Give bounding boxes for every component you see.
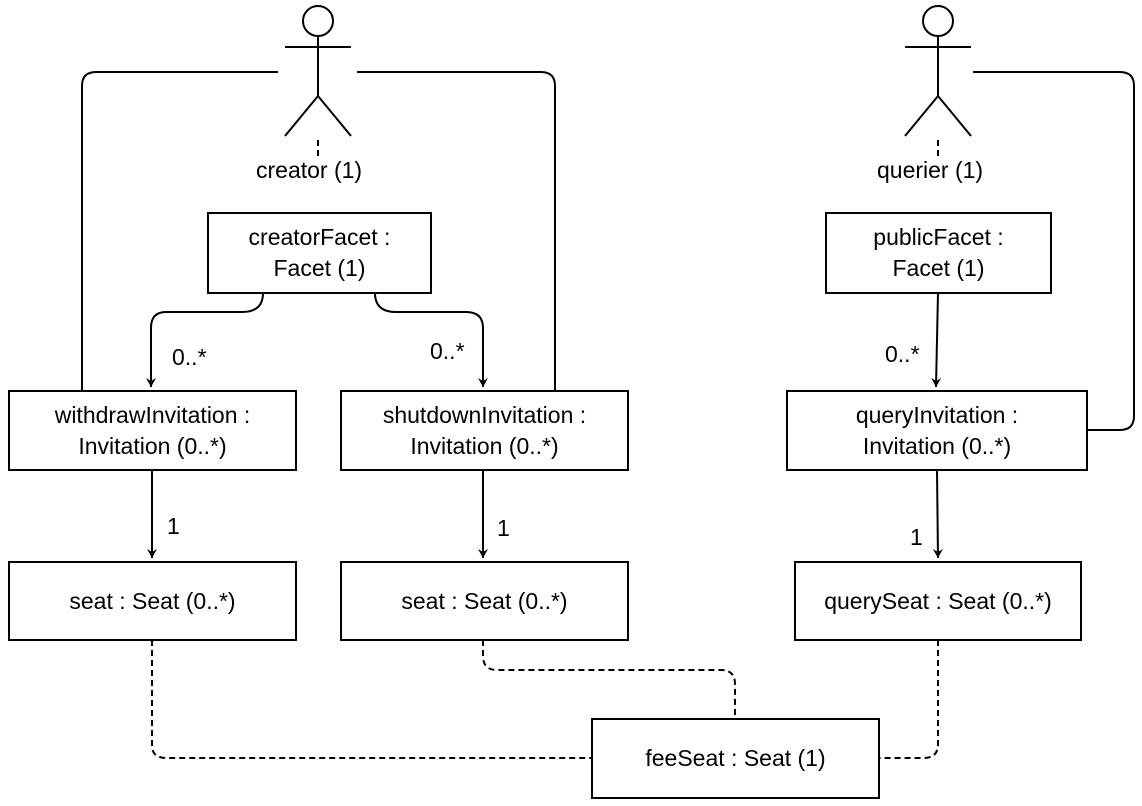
querier-actor-icon: [904, 5, 972, 137]
query-invitation-box: queryInvitation : Invitation (0..*): [786, 390, 1088, 471]
queryseat-feeseat-link: [879, 640, 939, 759]
query-seat-label: querySeat : Seat (0..*): [824, 587, 1052, 614]
creatorfacet-shutdown-arrow: [374, 292, 488, 387]
query-seat-box: querySeat : Seat (0..*): [794, 561, 1082, 641]
withdraw-invitation-name: withdrawInvitation :: [54, 401, 251, 428]
creator-facet-name: creatorFacet :: [248, 224, 391, 250]
multiplicity-creatorfacet-withdraw: 0..*: [172, 344, 207, 370]
public-facet-name: publicFacet :: [873, 224, 1004, 250]
shutdown-seat-box: seat : Seat (0..*): [340, 561, 629, 641]
creator-facet-box: creatorFacet : Facet (1): [207, 212, 432, 294]
withdraw-invitation-type: Invitation (0..*): [78, 432, 227, 459]
shutdown-invitation-type: Invitation (0..*): [410, 432, 559, 459]
shutdown-invitation-name: shutdownInvitation :: [382, 401, 587, 428]
multiplicity-publicfacet-query: 0..*: [885, 341, 920, 367]
multiplicity-creatorfacet-shutdown: 0..*: [430, 338, 465, 364]
public-facet-box: publicFacet : Facet (1): [825, 212, 1052, 294]
shutdown-seat-feeseat-link: [482, 640, 736, 718]
fee-seat-label: feeSeat : Seat (1): [645, 745, 826, 771]
publicfacet-query-arrow: [931, 292, 942, 388]
shutdown-invitation-box: shutdownInvitation : Invitation (0..*): [340, 390, 629, 471]
public-facet-type: Facet (1): [892, 255, 985, 281]
query-invitation-type: Invitation (0..*): [862, 432, 1012, 459]
multiplicity-query-queryseat: 1: [910, 524, 923, 550]
fee-seat-box: feeSeat : Seat (1): [591, 718, 880, 799]
creator-withdraw-association: [81, 71, 278, 392]
withdraw-seat-box: seat : Seat (0..*): [8, 561, 297, 641]
creator-actor-label: creator (1): [256, 157, 363, 183]
creatorfacet-withdraw-arrow: [146, 292, 264, 387]
creator-actor-icon: [284, 5, 352, 137]
shutdown-seat-label: seat : Seat (0..*): [401, 587, 568, 614]
querier-actor-label: querier (1): [877, 157, 984, 183]
withdraw-seat-label: seat : Seat (0..*): [69, 587, 236, 614]
querier-query-association: [973, 71, 1135, 431]
query-queryseat-arrow: [932, 469, 943, 559]
multiplicity-shutdown-seat: 1: [497, 515, 510, 541]
query-invitation-name: queryInvitation :: [855, 401, 1019, 428]
multiplicity-withdraw-seat: 1: [167, 513, 180, 539]
creator-shutdown-association: [357, 71, 556, 392]
withdraw-invitation-box: withdrawInvitation : Invitation (0..*): [8, 390, 297, 471]
creator-facet-type: Facet (1): [273, 255, 366, 281]
withdraw-seat-feeseat-link: [151, 640, 592, 759]
